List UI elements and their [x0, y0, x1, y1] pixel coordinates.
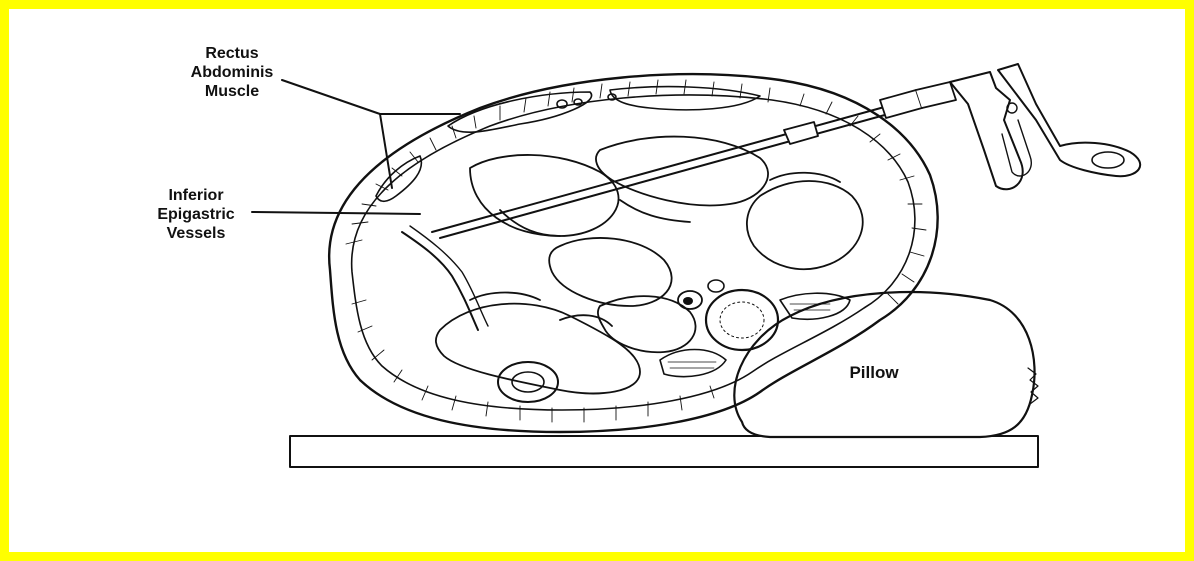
bowel-end — [498, 362, 558, 402]
operating-table — [290, 436, 1038, 467]
label-epigastric-line3: Vessels — [167, 225, 226, 242]
bowel-loop — [436, 304, 640, 394]
label-rectus-line2: Abdominis — [191, 64, 274, 81]
label-pillow: Pillow — [849, 363, 899, 382]
leader-line-epigastric — [252, 212, 420, 214]
bowel-loop — [747, 181, 863, 269]
label-rectus-line1: Rectus — [205, 45, 258, 62]
leader-line-rectus — [282, 80, 460, 114]
label-epigastric-line1: Inferior — [168, 187, 223, 204]
label-rectus-line3: Muscle — [205, 83, 259, 100]
label-epigastric-line2: Epigastric — [157, 206, 234, 223]
